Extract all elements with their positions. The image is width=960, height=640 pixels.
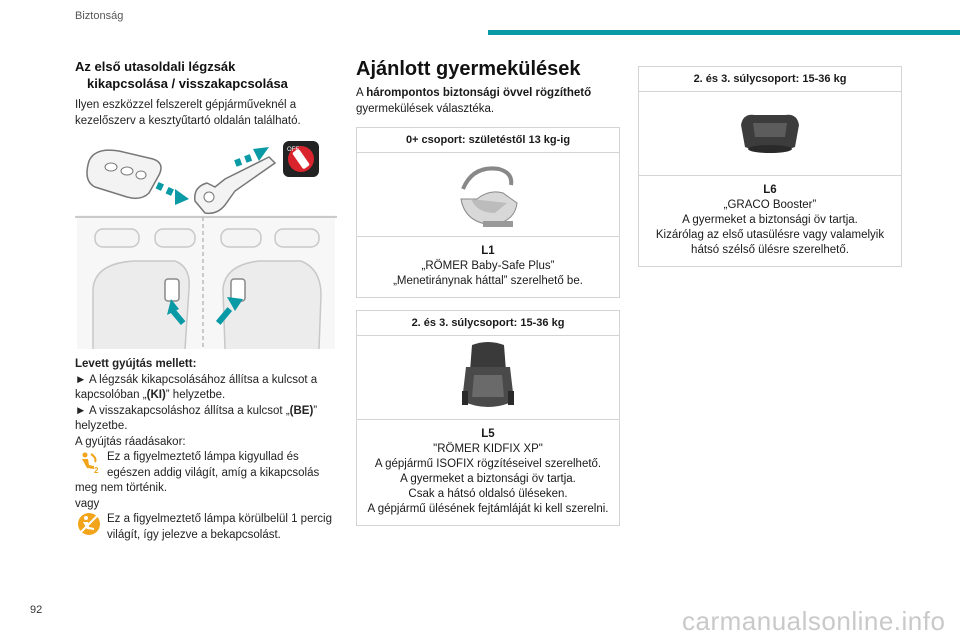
header-accent-bar (488, 30, 960, 35)
child-seats-intro: A hárompontos biztonsági övvel rögzíthet… (356, 87, 592, 115)
kidfix-seat-image (357, 336, 619, 420)
warning-row-on: Ez a figyelmeztető lámpa körülbelül 1 pe… (75, 512, 337, 543)
child-seat-card-l5: 2. és 3. súlycsoport: 15-36 kg L5 "RÖMER… (356, 310, 620, 526)
arrow-icon (215, 297, 243, 325)
arrow-icon (155, 182, 189, 205)
step-on: ► A visszakapcsoláshoz állítsa a kulcsot… (75, 404, 318, 433)
arrow-icon (167, 299, 186, 326)
child-seats-heading: Ajánlott gyermekülések (356, 58, 581, 80)
section-title: Biztonság (75, 10, 124, 22)
key-blade-icon (194, 156, 277, 215)
page-number: 92 (30, 604, 43, 616)
warning-row-off-cont: meg nem történik. (75, 482, 168, 494)
airbag-steps: Levett gyújtás mellett: ► A légzsák kika… (75, 357, 337, 543)
child-seats-continued: 2. és 3. súlycsoport: 15-36 kg L6 „GRACO… (638, 66, 902, 267)
airbag-switch-illustration: OFF (75, 139, 337, 350)
svg-text:2: 2 (94, 466, 99, 474)
airbag-heading: Az első utasoldali légzsák kikapcsolása … (75, 59, 288, 91)
step-off: ► A légzsák kikapcsolásához állítsa a ku… (75, 373, 318, 402)
svg-text:OFF: OFF (287, 147, 299, 153)
key-fob-icon (86, 149, 162, 200)
dashboard-drawing (75, 215, 337, 350)
airbag-off-warning-icon: 2 (77, 450, 101, 475)
arrow-icon (234, 147, 269, 167)
child-seats-section: Ajánlott gyermekülések A hárompontos biz… (356, 56, 620, 526)
child-seat-card-l6: 2. és 3. súlycsoport: 15-36 kg L6 „GRACO… (638, 66, 902, 267)
watermark: carmanualsonline.info (682, 606, 946, 636)
child-seat-card-l1: 0+ csoport: születéstől 13 kg-ig L1 „RÖM… (356, 127, 620, 298)
baby-carrier-image (357, 153, 619, 237)
warning-row-off: 2 Ez a figyelmeztető lámpa kigyullad és … (75, 450, 337, 481)
or-label: vagy (75, 497, 100, 510)
booster-seat-image (639, 92, 901, 176)
airbag-intro: Ilyen eszközzel felszerelt gépjárművekné… (75, 99, 301, 127)
airbag-section: Az első utasoldali légzsák kikapcsolása … (75, 58, 337, 543)
airbag-switch-icon: OFF (283, 141, 319, 177)
airbag-on-warning-icon (77, 512, 101, 536)
ignition-on-label: A gyújtás ráadásakor: (75, 435, 186, 448)
